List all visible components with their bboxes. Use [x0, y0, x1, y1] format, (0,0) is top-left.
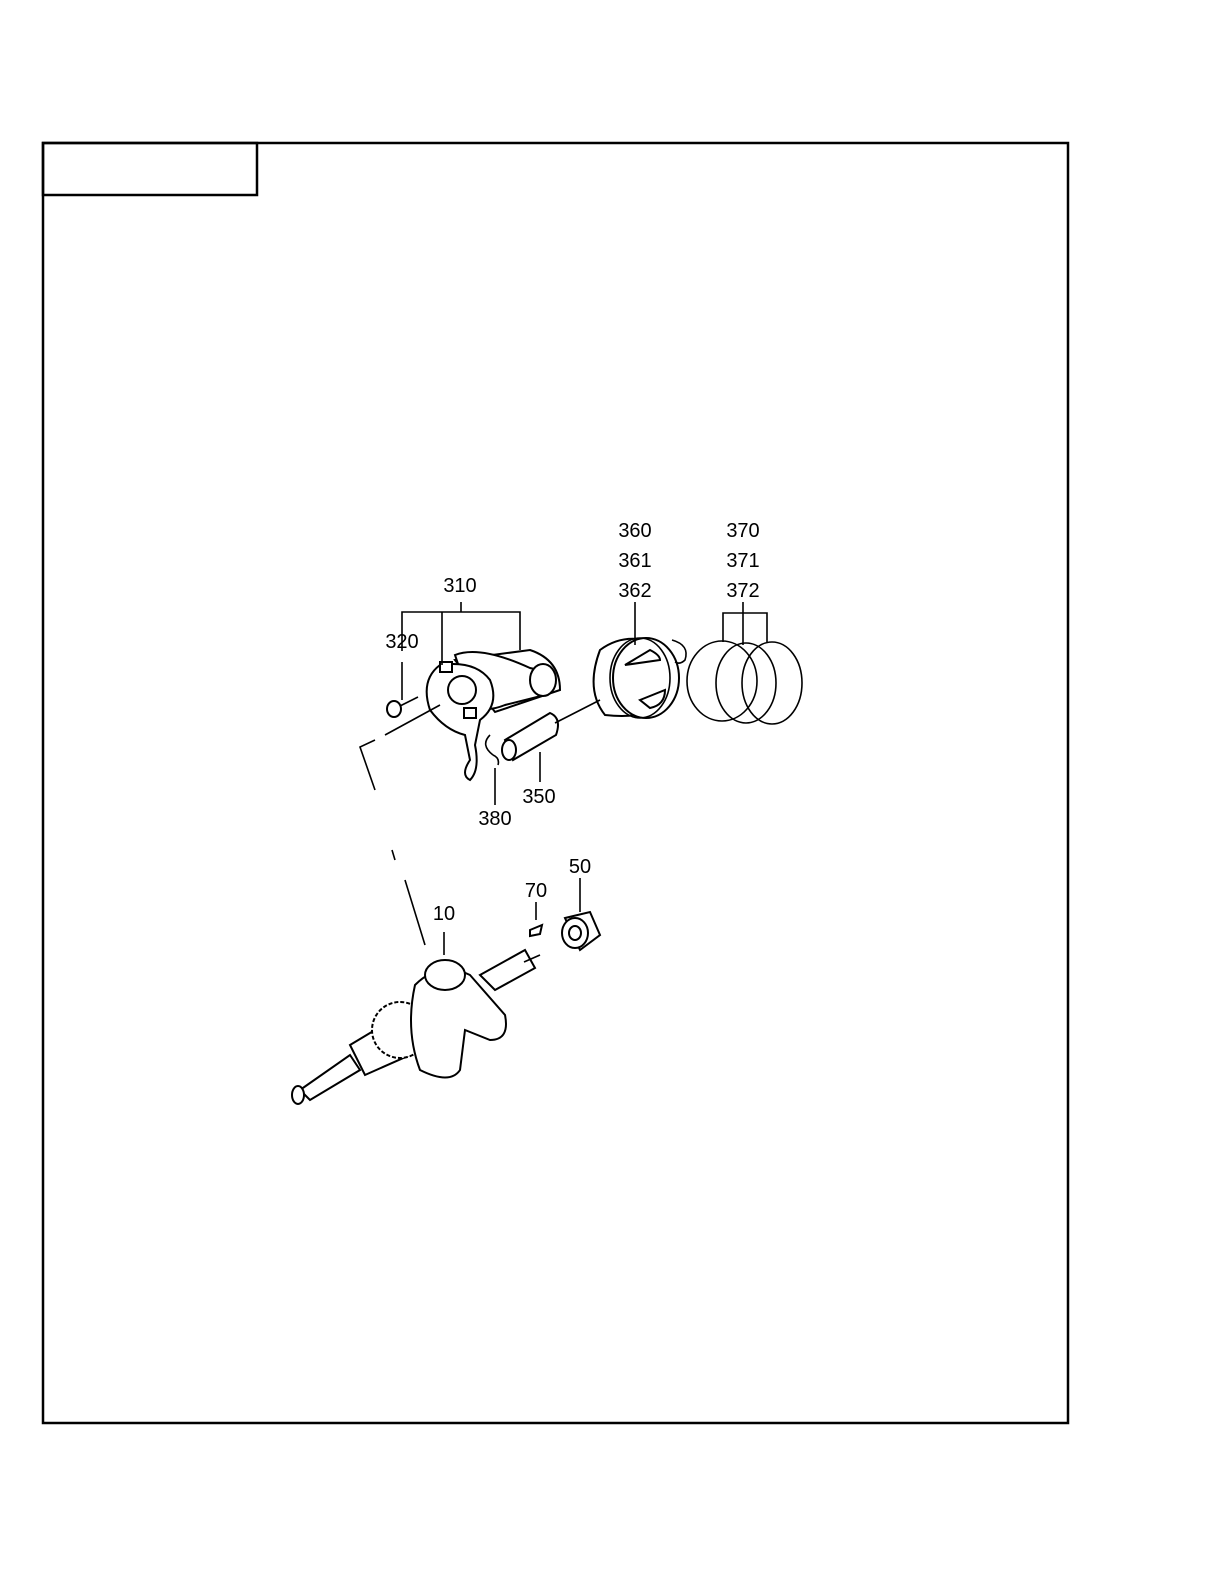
- pin-leader: [554, 699, 601, 724]
- piston-clip-right: [671, 639, 687, 664]
- label-350: 350: [522, 786, 555, 808]
- piston-clip-380: [484, 734, 500, 766]
- label-372: 372: [726, 580, 759, 602]
- connecting-rod: [425, 648, 562, 782]
- title-box: [41, 141, 259, 197]
- label-50: 50: [569, 856, 591, 878]
- label-371: 371: [726, 550, 759, 572]
- woodruff-key: [529, 923, 544, 938]
- piston-pin: [501, 711, 559, 762]
- piston: [592, 637, 680, 719]
- label-310: 310: [443, 575, 476, 597]
- label-320: 320: [385, 631, 418, 653]
- piston-ring-3: [741, 641, 803, 725]
- crankshaft: [291, 948, 541, 1105]
- label-370: 370: [726, 520, 759, 542]
- label-360: 360: [618, 520, 651, 542]
- leader-lines: [359, 602, 768, 955]
- piston-ring-1: [686, 640, 758, 722]
- label-10: 10: [433, 903, 455, 925]
- label-380: 380: [478, 808, 511, 830]
- label-70: 70: [525, 880, 547, 902]
- label-361: 361: [618, 550, 651, 572]
- rod-bolt: [386, 696, 419, 718]
- piston-ring-2: [715, 642, 777, 724]
- crank-collar: [561, 910, 602, 952]
- page-frame: [41, 141, 1070, 1425]
- label-362: 362: [618, 580, 651, 602]
